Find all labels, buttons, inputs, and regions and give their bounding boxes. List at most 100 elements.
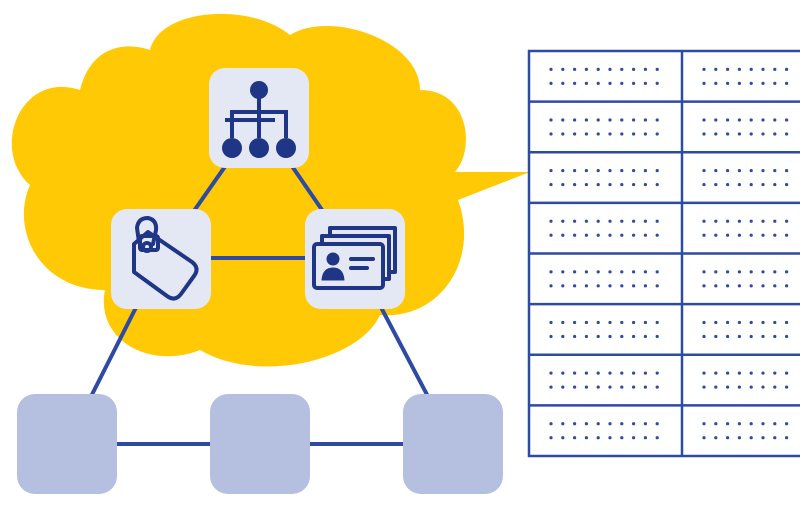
placeholder-dot xyxy=(702,182,706,187)
placeholder-dot xyxy=(655,320,659,325)
placeholder-dot xyxy=(584,385,589,389)
placeholder-dot xyxy=(702,371,706,375)
placeholder-dot xyxy=(726,385,730,389)
placeholder-dot xyxy=(749,233,753,237)
placeholder-dot xyxy=(655,168,659,173)
placeholder-dot xyxy=(573,385,577,389)
placeholder-dot xyxy=(561,182,565,187)
placeholder-dot xyxy=(761,67,765,71)
placeholder-dot xyxy=(549,182,553,187)
placeholder-dot xyxy=(726,132,730,136)
placeholder-dot xyxy=(737,371,742,375)
cloud-body xyxy=(11,13,530,367)
placeholder-dot xyxy=(584,67,589,71)
placeholder-dot xyxy=(620,81,624,85)
placeholder-dot xyxy=(655,81,659,85)
placeholder-dot xyxy=(620,385,624,389)
placeholder-dot xyxy=(584,81,589,85)
placeholder-dot xyxy=(749,436,753,440)
placeholder-dot xyxy=(726,334,730,339)
placeholder-dot xyxy=(643,67,648,71)
placeholder-dot xyxy=(573,182,577,187)
placeholder-dot xyxy=(773,385,777,389)
placeholder-dot xyxy=(773,182,777,187)
placeholder-dot xyxy=(773,284,777,288)
placeholder-dot xyxy=(608,233,612,237)
placeholder-dot xyxy=(596,81,600,85)
placeholder-dot xyxy=(620,422,624,426)
placeholder-dot xyxy=(785,233,789,237)
table-cell xyxy=(702,320,789,339)
placeholder-dot xyxy=(632,320,636,325)
data-table xyxy=(527,49,800,458)
placeholder-dot xyxy=(737,334,742,339)
placeholder-dot xyxy=(785,81,789,85)
placeholder-dot xyxy=(620,233,624,237)
placeholder-dot xyxy=(643,132,648,136)
placeholder-dot xyxy=(702,168,706,173)
placeholder-dot xyxy=(785,436,789,440)
placeholder-dot xyxy=(785,334,789,339)
placeholder-dot xyxy=(549,168,553,173)
placeholder-dot xyxy=(749,385,753,389)
placeholder-dot xyxy=(714,219,718,223)
placeholder-dot xyxy=(655,284,659,288)
table-cell xyxy=(549,422,659,440)
placeholder-dot xyxy=(643,422,648,426)
placeholder-dot xyxy=(761,168,765,173)
placeholder-dot xyxy=(620,320,624,325)
placeholder-dot xyxy=(596,168,600,173)
placeholder-dot xyxy=(573,81,577,85)
placeholder-dot xyxy=(785,132,789,136)
placeholder-dot xyxy=(773,81,777,85)
placeholder-dot xyxy=(549,284,553,288)
placeholder-dot xyxy=(584,320,589,325)
placeholder-dot xyxy=(608,320,612,325)
placeholder-dot xyxy=(584,132,589,136)
placeholder-dot xyxy=(573,219,577,223)
placeholder-dot xyxy=(655,436,659,440)
placeholder-dot xyxy=(714,320,718,325)
placeholder-dot xyxy=(573,436,577,440)
placeholder-dot xyxy=(737,422,742,426)
placeholder-dot xyxy=(632,334,636,339)
placeholder-dot xyxy=(643,371,648,375)
placeholder-dot xyxy=(608,436,612,440)
placeholder-dot xyxy=(620,132,624,136)
placeholder-dot xyxy=(643,168,648,173)
placeholder-dot xyxy=(561,385,565,389)
placeholder-dot xyxy=(584,371,589,375)
placeholder-dot xyxy=(737,233,742,237)
placeholder-dot xyxy=(714,132,718,136)
placeholder-dot xyxy=(655,270,659,274)
placeholder-dot xyxy=(561,233,565,237)
placeholder-dot xyxy=(749,118,753,122)
placeholder-dot xyxy=(643,320,648,325)
placeholder-dot xyxy=(561,422,565,426)
placeholder-dot xyxy=(620,436,624,440)
placeholder-dot xyxy=(549,219,553,223)
table-cell xyxy=(549,371,659,389)
placeholder-dot xyxy=(702,118,706,122)
placeholder-dot xyxy=(737,385,742,389)
placeholder-dot xyxy=(785,219,789,223)
placeholder-dot xyxy=(549,132,553,136)
placeholder-dot xyxy=(702,67,706,71)
placeholder-dot xyxy=(702,132,706,136)
placeholder-dot xyxy=(608,371,612,375)
placeholder-dot xyxy=(549,334,553,339)
placeholder-dot xyxy=(726,67,730,71)
placeholder-dot xyxy=(761,385,765,389)
placeholder-dot xyxy=(643,270,648,274)
placeholder-dot xyxy=(632,182,636,187)
placeholder-dot xyxy=(643,334,648,339)
placeholder-dot xyxy=(773,132,777,136)
placeholder-dot xyxy=(655,67,659,71)
placeholder-dot xyxy=(549,67,553,71)
placeholder-dot xyxy=(761,118,765,122)
placeholder-dot xyxy=(773,422,777,426)
placeholder-dot xyxy=(549,270,553,274)
placeholder-dot xyxy=(549,320,553,325)
placeholder-dot xyxy=(620,168,624,173)
placeholder-dot xyxy=(773,270,777,274)
